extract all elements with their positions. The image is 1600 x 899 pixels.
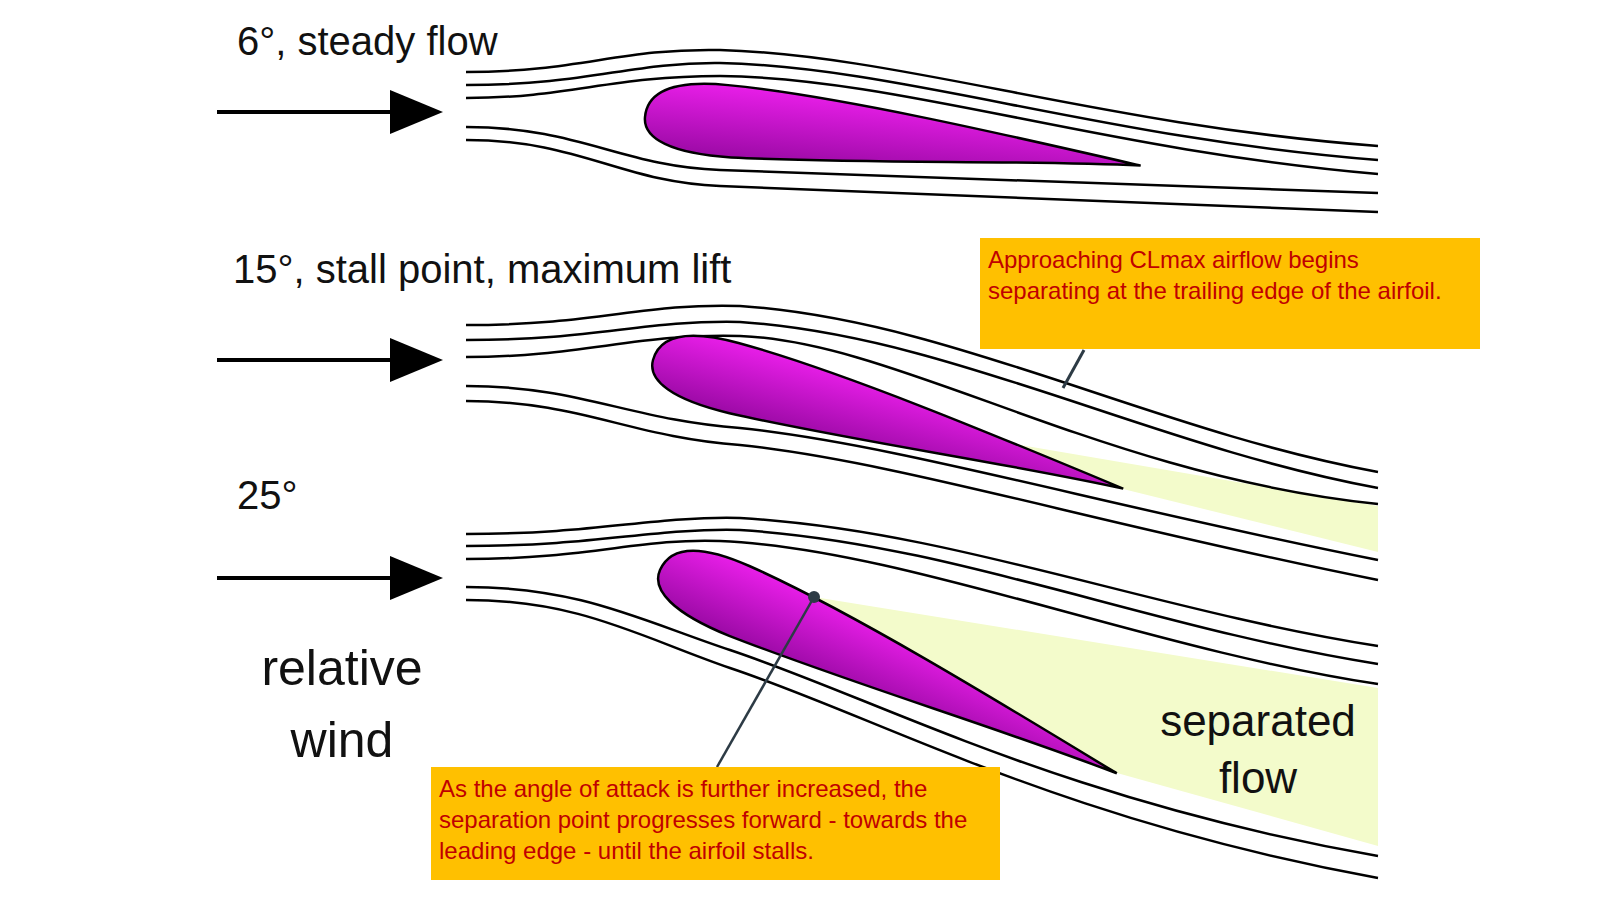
diagram-label: 15°, stall point, maximum lift [233, 246, 933, 292]
separation-point [808, 591, 820, 603]
callout-box: Approaching CLmax airflow begins separat… [980, 238, 1480, 349]
airfoil [647, 533, 1133, 802]
callout-text: Approaching CLmax airflow begins separat… [988, 244, 1472, 306]
arrow-head [390, 338, 443, 382]
wind-arrow [217, 110, 400, 114]
arrow-head [390, 556, 443, 600]
diagram-label: 6°, steady flow [237, 18, 737, 64]
callout-box: As the angle of attack is further increa… [431, 767, 1000, 880]
wind-arrow [217, 358, 400, 362]
diagram-label: relative wind [232, 632, 452, 776]
leader-line [717, 597, 814, 767]
arrow-head [390, 90, 443, 134]
callout-text: As the angle of attack is further increa… [439, 773, 992, 866]
diagram-label: separated flow [1138, 692, 1378, 806]
wind-arrow [217, 576, 400, 580]
airfoil [642, 77, 1145, 197]
streamline [466, 518, 1378, 646]
airfoil [645, 322, 1134, 519]
diagram-label: 25° [237, 472, 437, 518]
leader-line [1063, 350, 1084, 388]
